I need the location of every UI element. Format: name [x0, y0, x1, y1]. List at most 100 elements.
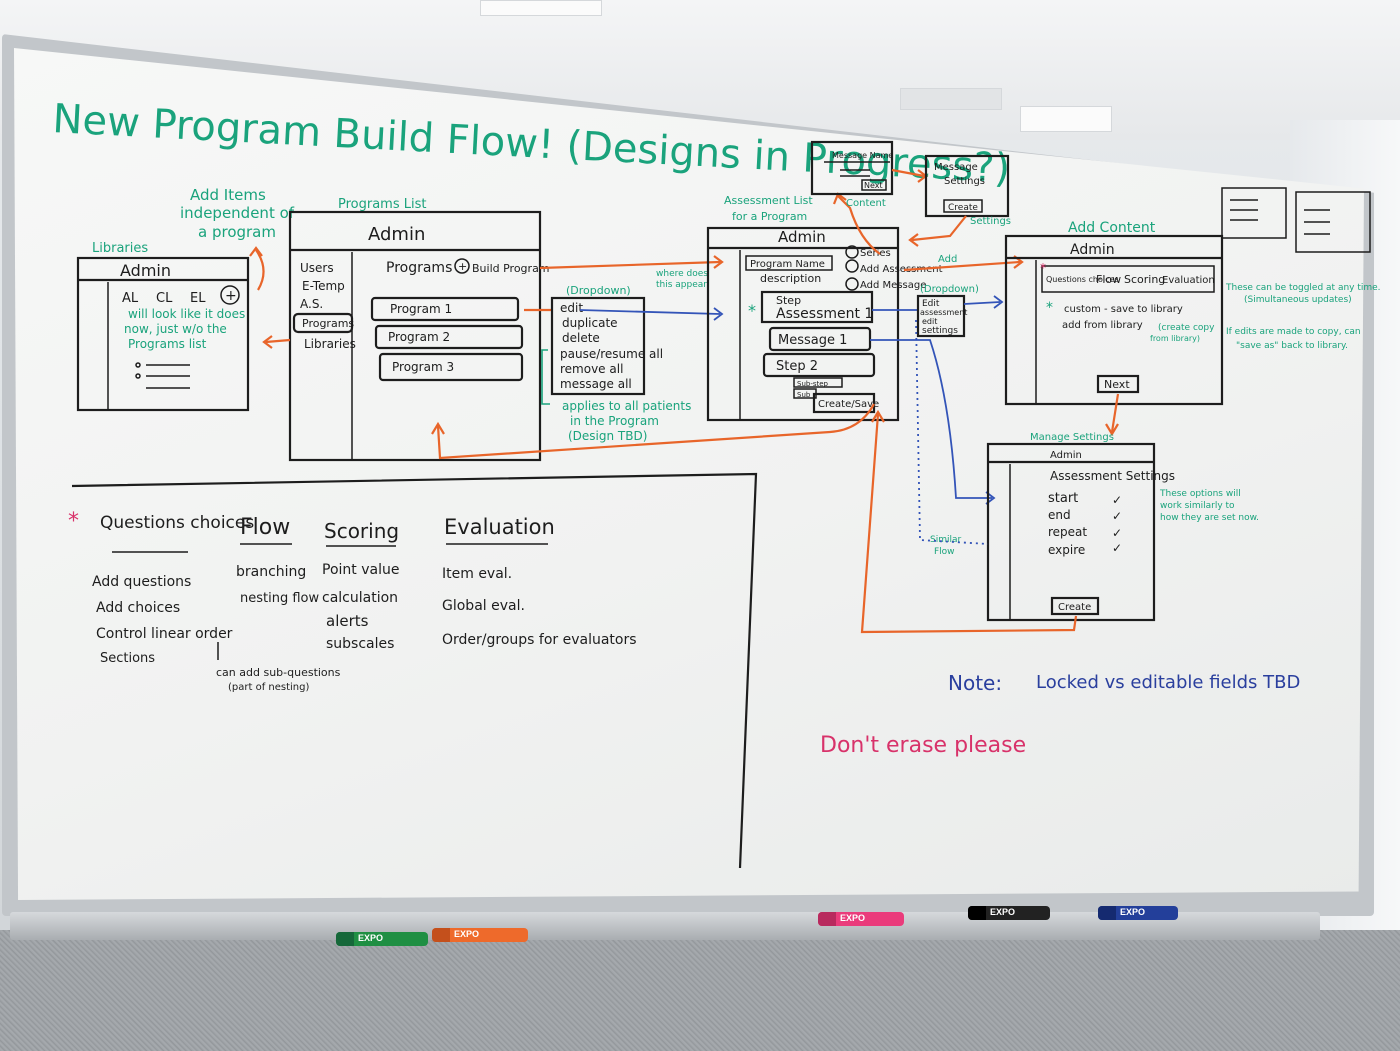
- dropdown2-item[interactable]: edit: [922, 317, 937, 326]
- svg-text:Message: Message: [934, 162, 978, 173]
- whiteboard-surface: [14, 48, 1364, 900]
- svg-text:Program 2: Program 2: [388, 330, 450, 344]
- svg-text:Programs list: Programs list: [128, 337, 207, 351]
- add-label: Add: [938, 254, 957, 265]
- libraries-tab-cl[interactable]: CL: [156, 291, 173, 306]
- add-assessment-icon[interactable]: [845, 259, 859, 273]
- message-row[interactable]: [768, 326, 872, 352]
- assessment-list-wireframe: [706, 226, 900, 422]
- tab-evaluation[interactable]: Evaluation: [1162, 275, 1215, 286]
- build-program-button[interactable]: Build Program: [472, 262, 550, 275]
- black-marker[interactable]: EXPO: [968, 906, 1050, 920]
- svg-text:Message 1: Message 1: [778, 333, 847, 348]
- settings-label: Settings: [970, 216, 1011, 227]
- setting-item[interactable]: start: [1048, 491, 1078, 506]
- lower-section-divider: [71, 472, 758, 869]
- libraries-add-icon[interactable]: [220, 285, 240, 305]
- setting-item[interactable]: end: [1048, 508, 1071, 522]
- add-from-library-option[interactable]: add from library: [1062, 320, 1143, 331]
- dropdown-item[interactable]: edit: [560, 301, 583, 315]
- message-create-button[interactable]: [943, 199, 983, 213]
- category-item: Order/groups for evaluators: [442, 632, 637, 648]
- pink-marker[interactable]: EXPO: [818, 912, 904, 926]
- message-next-button[interactable]: [861, 179, 887, 191]
- program-dropdown-menu: [550, 296, 646, 396]
- libraries-tab-el[interactable]: EL: [190, 291, 206, 306]
- svg-text:Next: Next: [1104, 378, 1130, 391]
- build-program-icon[interactable]: [454, 258, 470, 274]
- tab-flow[interactable]: Flow: [1096, 273, 1121, 286]
- svg-text:now, just w/o the: now, just w/o the: [124, 322, 227, 336]
- svg-text:work similarly to: work similarly to: [1160, 501, 1235, 511]
- assessment-admin-header: Admin: [778, 228, 826, 246]
- svg-text:Next: Next: [864, 181, 883, 190]
- dropdown-item[interactable]: message all: [560, 377, 632, 391]
- dropdown-item[interactable]: pause/resume all: [560, 347, 663, 361]
- svg-text:Sub: Sub: [797, 391, 811, 399]
- programs-label: Programs: [386, 260, 452, 276]
- custom-option[interactable]: custom - save to library: [1064, 304, 1183, 315]
- programs-admin-header: Admin: [368, 224, 425, 245]
- setting-item[interactable]: expire: [1048, 543, 1085, 557]
- program-row[interactable]: [370, 296, 520, 322]
- nav-as[interactable]: A.S.: [300, 297, 323, 311]
- svg-text:(Simultaneous updates): (Simultaneous updates): [1244, 295, 1352, 305]
- add-content-next-button[interactable]: [1096, 374, 1140, 394]
- add-message-icon[interactable]: [845, 277, 859, 291]
- dropdown2-item[interactable]: settings: [922, 326, 958, 336]
- mini-sketch: [1221, 187, 1287, 239]
- create-save-button[interactable]: [812, 392, 876, 414]
- dropdown-item[interactable]: remove all: [560, 362, 623, 376]
- message-settings-wireframe: [924, 154, 1010, 218]
- dropdown2-item[interactable]: assessment: [920, 308, 967, 317]
- check-icon: ✓: [1112, 541, 1122, 555]
- tab-questions-choices[interactable]: Questions choices: [1046, 275, 1119, 284]
- step-assessment-row[interactable]: [760, 290, 874, 324]
- program-row[interactable]: [378, 352, 524, 382]
- nav-libraries[interactable]: Libraries: [304, 337, 356, 351]
- nav-users[interactable]: Users: [300, 261, 334, 275]
- svg-text:*: *: [1040, 261, 1046, 275]
- green-marker[interactable]: EXPO: [336, 932, 428, 946]
- blue-marker[interactable]: EXPO: [1098, 906, 1178, 920]
- setting-item[interactable]: repeat: [1048, 525, 1087, 539]
- applies-note: applies to all patients: [562, 399, 691, 413]
- category-scoring-title: Scoring: [324, 519, 399, 543]
- nav-programs-selected[interactable]: [292, 312, 354, 334]
- ceiling-light: [480, 0, 602, 16]
- orange-marker[interactable]: EXPO: [432, 928, 528, 942]
- svg-text:Sub-step: Sub-step: [797, 380, 829, 388]
- svg-text:a program: a program: [198, 223, 276, 241]
- dropdown2-item[interactable]: Edit: [922, 299, 940, 309]
- dropdown-item[interactable]: duplicate: [562, 316, 618, 330]
- svg-text:Create: Create: [1058, 602, 1091, 613]
- svg-text:"save as" back to library.: "save as" back to library.: [1236, 341, 1348, 351]
- program-row[interactable]: [374, 324, 524, 350]
- program-name-field[interactable]: [745, 255, 833, 271]
- svg-text:Step: Step: [776, 294, 801, 307]
- add-series-icon[interactable]: [845, 245, 859, 259]
- note-label: Note:: [948, 671, 1002, 695]
- category-item: Control linear order: [96, 626, 233, 642]
- svg-text:Program 3: Program 3: [392, 360, 454, 374]
- options-note: These options will: [1159, 489, 1241, 499]
- tab-scoring[interactable]: Scoring: [1124, 273, 1165, 286]
- settings-create-button[interactable]: [1050, 596, 1100, 616]
- category-item: branching: [236, 564, 306, 580]
- svg-text:Assessment 1: Assessment 1: [776, 306, 873, 322]
- program-description-field[interactable]: description: [760, 272, 821, 285]
- add-assessment-button[interactable]: Add Assessment: [860, 264, 943, 275]
- content-label: Content: [846, 198, 886, 209]
- nav-etemp[interactable]: E-Temp: [302, 279, 345, 293]
- add-message-button[interactable]: Add Message: [860, 280, 926, 291]
- step-2-row[interactable]: [762, 352, 876, 378]
- add-series-button[interactable]: Series: [860, 248, 891, 259]
- category-item: Item eval.: [442, 566, 512, 582]
- dropdown2-heading: (Dropdown): [920, 284, 979, 295]
- svg-text:*: *: [68, 509, 79, 534]
- libraries-tab-al[interactable]: AL: [122, 291, 139, 306]
- dropdown-item[interactable]: delete: [562, 331, 600, 345]
- assessment-settings-title: Assessment Settings: [1050, 469, 1175, 483]
- category-item: Add questions: [92, 574, 191, 590]
- libraries-heading: Libraries: [92, 241, 148, 256]
